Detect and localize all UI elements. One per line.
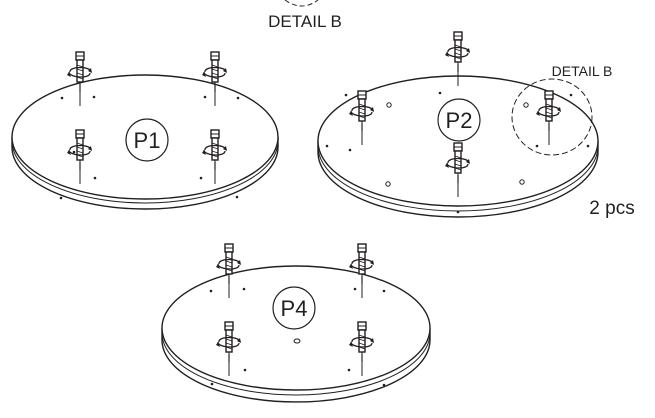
plate-p1-label: P1 [134,128,161,153]
quantity-label: 2 pcs [589,198,634,219]
plate-p2-label: P2 [446,108,473,133]
plate-p2: P2 [317,31,599,218]
plate-p1: P1 [11,51,279,210]
detail-b-bubble-top [284,0,319,7]
plate-p2-badge [437,98,481,142]
detail-b-top-label: DETAIL B [268,12,342,31]
plate-p4-label: P4 [281,296,308,321]
plate-p1-badge [125,118,169,162]
detail-b-callout-label: DETAIL B [552,63,613,79]
plate-p4-badge [272,286,316,330]
detail-b-callout-circle [511,78,593,156]
plate-p4: P4 [161,243,431,403]
